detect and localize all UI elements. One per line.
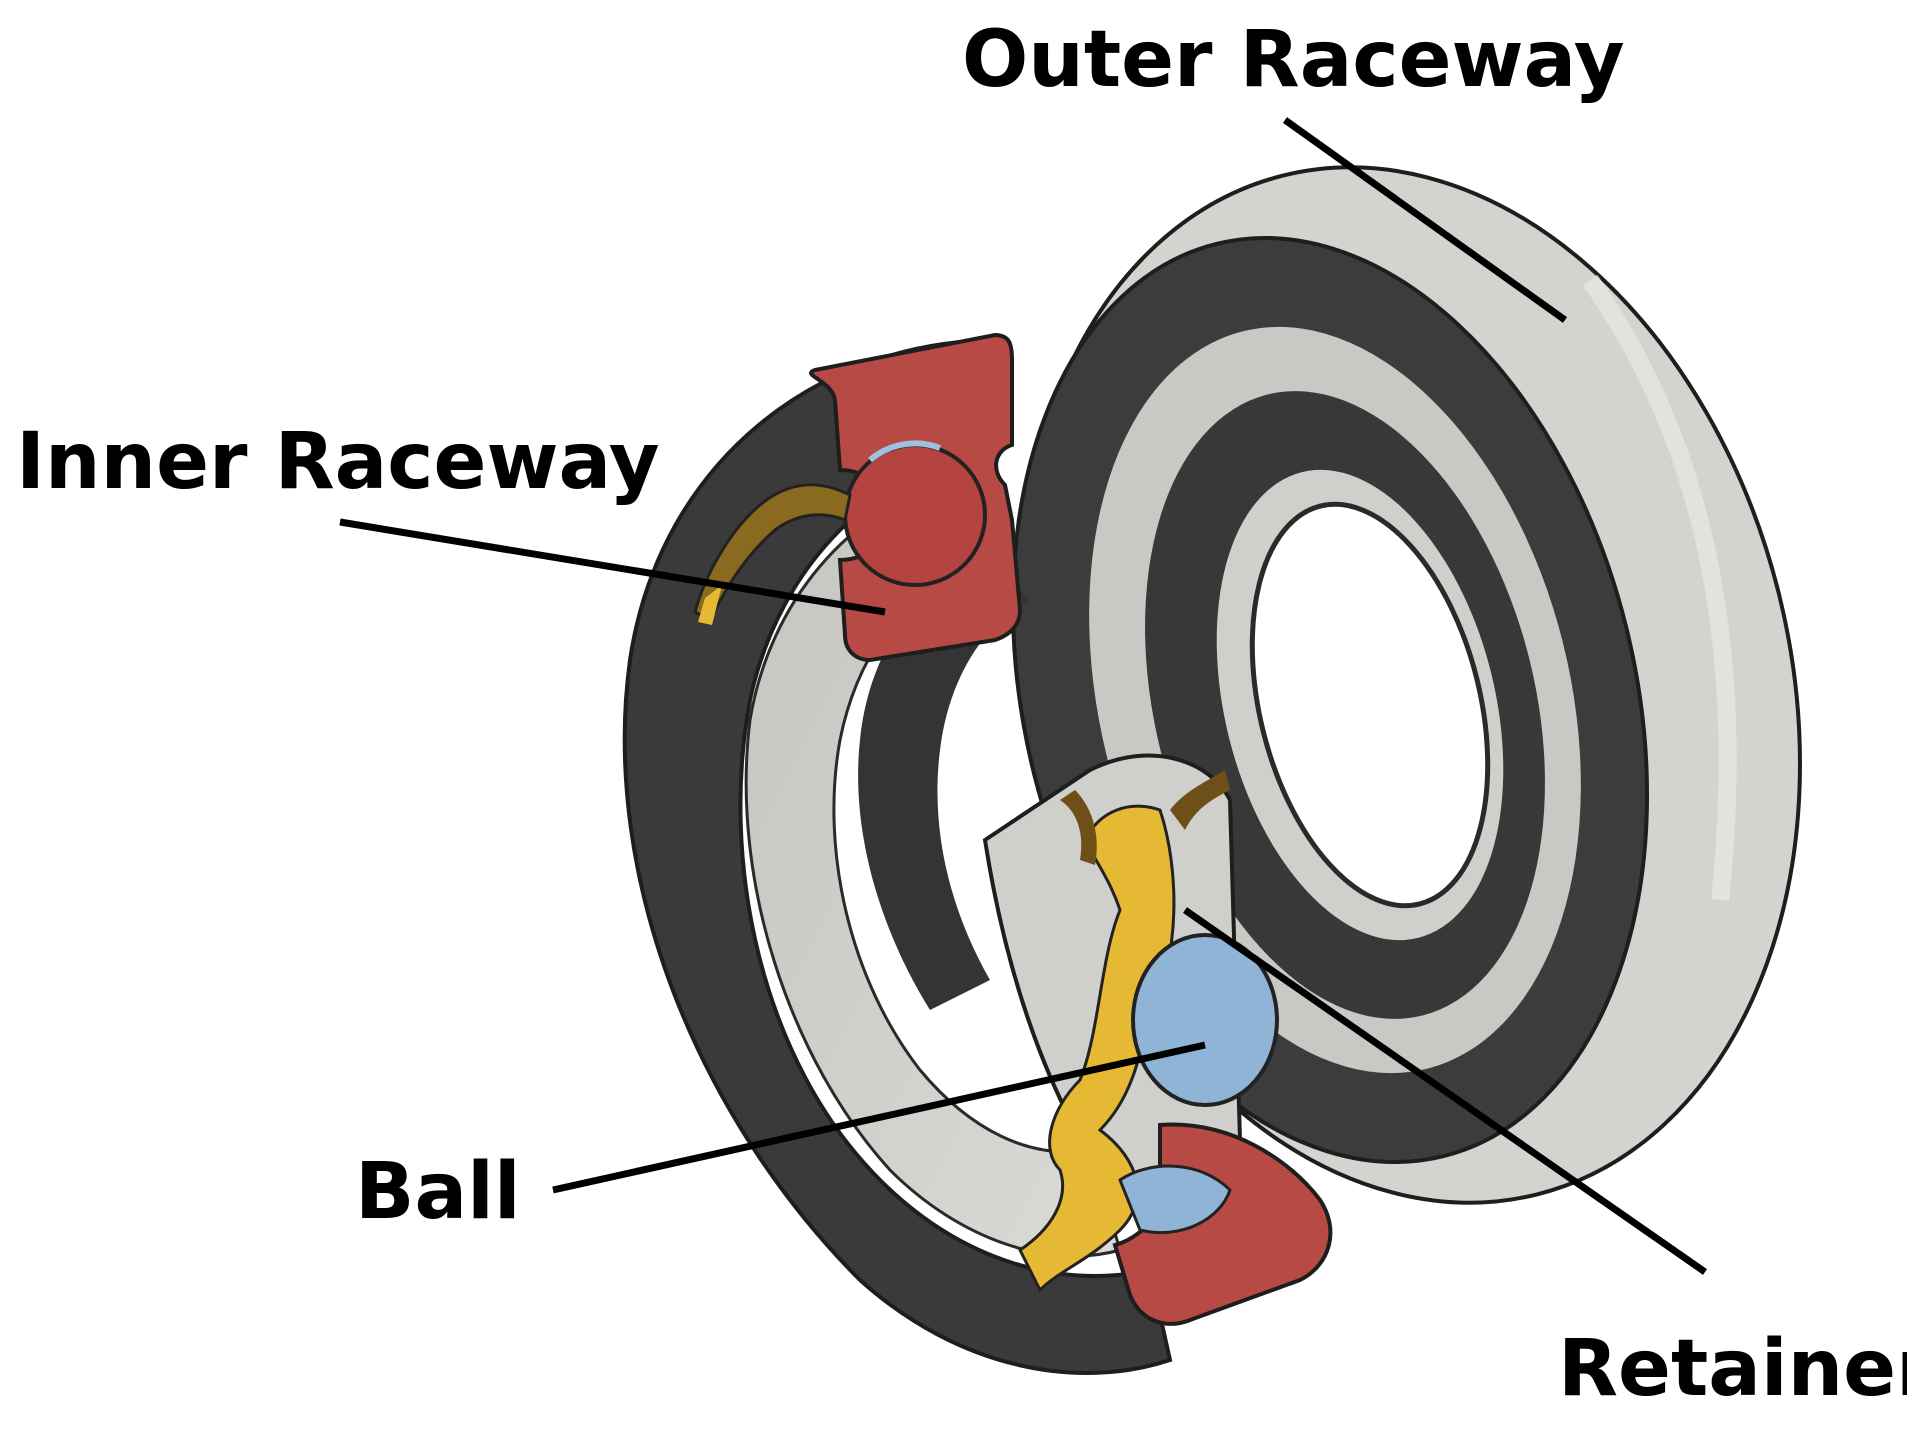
retainer-arm-left	[1060, 790, 1097, 865]
ball-label: Ball	[355, 1147, 521, 1237]
retainer-arm-right	[1170, 770, 1230, 830]
ball-leader	[552, 1041, 1206, 1194]
retainer-label: Retainer	[1558, 1324, 1907, 1414]
upper-retainer-tip	[698, 585, 722, 625]
ball	[1131, 933, 1279, 1107]
cutaway-outer-shell	[622, 337, 1173, 1375]
bore-hole	[1249, 501, 1491, 909]
outer-raceway-leader	[1282, 117, 1568, 323]
outer-raceway-label: Outer Raceway	[962, 15, 1625, 105]
inner-raceway-leader	[339, 518, 886, 616]
lower-retainer	[1018, 804, 1176, 1293]
cutaway-bearing-half	[622, 332, 1333, 1375]
inner-raceway-label: Inner Raceway	[16, 417, 660, 507]
upper-ball-highlight	[868, 440, 942, 463]
rim-highlight	[1582, 274, 1737, 901]
upper-ball	[843, 443, 987, 587]
retainer-leader	[1183, 907, 1707, 1275]
cutaway-inner-lip	[858, 555, 1030, 1010]
ball-lower-visible	[1118, 1164, 1232, 1235]
